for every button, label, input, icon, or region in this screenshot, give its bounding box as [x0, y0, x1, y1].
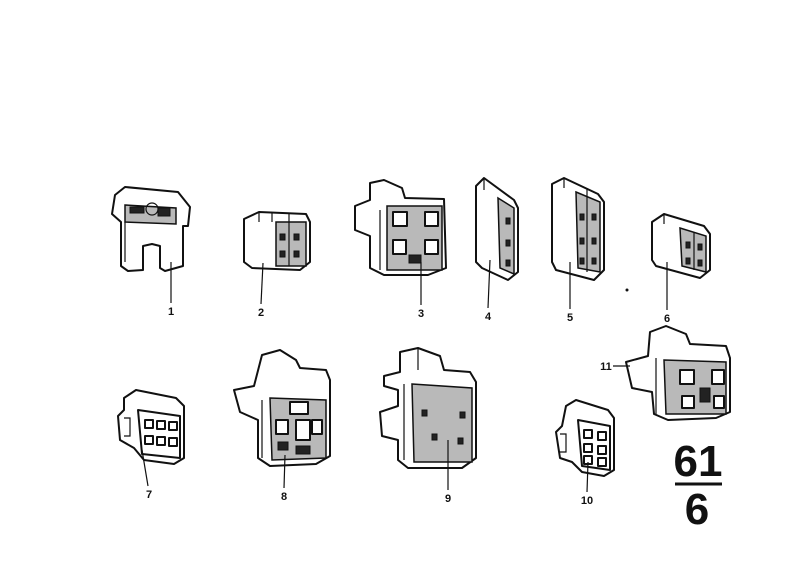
group-number: 61 6: [674, 437, 723, 534]
connector-part-8[interactable]: [233, 349, 331, 467]
connector-part-9[interactable]: [379, 347, 477, 469]
callout-5: 5: [567, 312, 573, 324]
connector-part-4[interactable]: [475, 177, 519, 281]
callout-3: 3: [418, 308, 424, 320]
connector-part-1[interactable]: [111, 186, 191, 272]
connector-part-11[interactable]: [625, 325, 731, 421]
callout-9: 9: [445, 493, 451, 505]
callout-11: 11: [600, 361, 612, 373]
callout-2: 2: [258, 307, 264, 319]
connector-part-6[interactable]: [651, 213, 711, 279]
callout-4: 4: [485, 311, 492, 323]
connector-part-10[interactable]: [555, 399, 615, 477]
callout-7: 7: [146, 489, 152, 501]
connector-part-7[interactable]: [117, 389, 185, 465]
callout-10: 10: [581, 495, 593, 507]
leader-lines: [141, 259, 668, 493]
callout-8: 8: [281, 491, 287, 503]
group-sub-number: 6: [685, 485, 709, 534]
connector-part-2[interactable]: [243, 211, 311, 271]
group-main-number: 61: [674, 437, 723, 486]
callout-1: 1: [168, 306, 174, 318]
connector-part-5[interactable]: [551, 177, 605, 281]
connector-part-3[interactable]: [354, 179, 447, 276]
callout-6: 6: [664, 313, 670, 325]
callout-labels: 1 2 3 4 5 6 7 8 9 10 11: [146, 306, 670, 507]
